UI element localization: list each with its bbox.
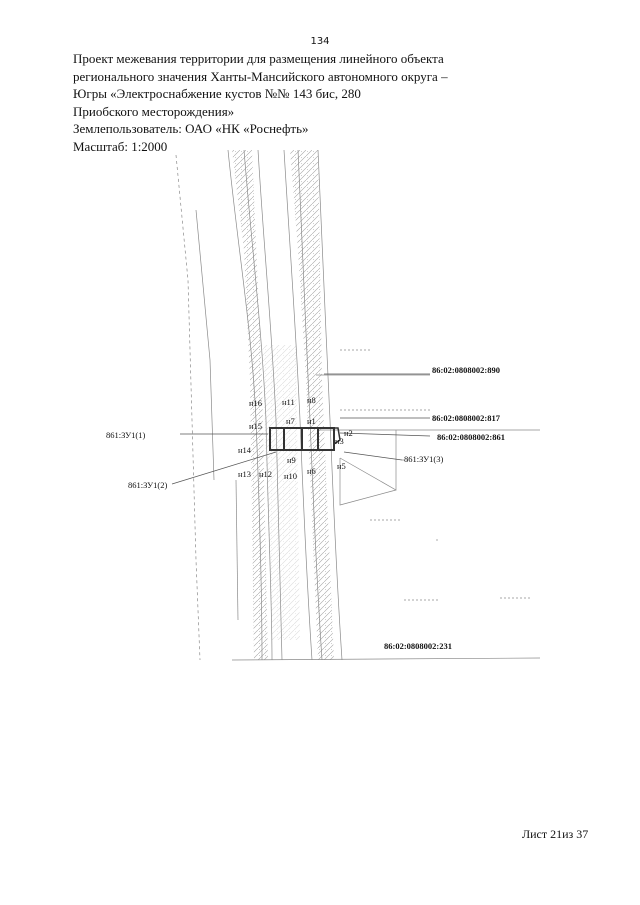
header-line-4: Приобского месторождения»	[73, 103, 235, 119]
point-label-n15: н15	[249, 421, 262, 431]
point-label-n12: н12	[259, 469, 272, 479]
zone-label-zu1-2: 861:ЗУ1(2)	[128, 480, 168, 490]
header-line-1: Проект межевания территории для размещен…	[73, 51, 444, 66]
parcel-label-890: 86:02:0808002:890	[432, 365, 500, 375]
document-header: Проект межевания территории для размещен…	[73, 50, 448, 156]
point-label-n11: н11	[282, 397, 295, 407]
zone-label-zu1-1: 861:ЗУ1(1)	[106, 430, 146, 440]
road-corridor	[232, 150, 334, 660]
point-label-n16: н16	[249, 398, 262, 408]
leader-lines	[171, 373, 431, 485]
point-label-n7: н7	[286, 416, 295, 426]
parcel-label-231: 86:02:0808002:231	[384, 641, 452, 651]
boundary-lines	[175, 149, 541, 661]
zone-label-zu1-3: 861:ЗУ1(3)	[404, 454, 444, 464]
point-label-n2: н2	[344, 428, 353, 438]
parcel-label-817: 86:02:0808002:817	[432, 413, 501, 423]
parcel-label-861: 86:02:0808002:861	[437, 432, 505, 442]
header-line-3: Югры «Электроснабжение кустов №№ 143 бис…	[73, 86, 361, 102]
point-label-n5: н5	[337, 461, 346, 471]
page-number: 134	[310, 36, 330, 47]
point-label-n10: н10	[284, 471, 297, 481]
land-user: Землепользователь: ОАО «НК «Роснефть»	[73, 121, 309, 137]
point-label-n6: н6	[307, 466, 316, 476]
map-scale: Масштаб: 1:2000	[73, 138, 168, 154]
header-line-2: регионального значения Ханты-Мансийского…	[73, 68, 448, 84]
point-label-n13: н13	[238, 469, 251, 479]
point-label-n8: н8	[307, 395, 316, 405]
point-label-n3: н3	[335, 436, 344, 446]
point-label-n9: н9	[287, 455, 296, 465]
land-plot	[269, 427, 341, 451]
point-label-n14: н14	[238, 445, 252, 455]
sheet-number: Лист 21из 37	[522, 827, 589, 841]
point-label-n1: н1	[307, 416, 316, 426]
